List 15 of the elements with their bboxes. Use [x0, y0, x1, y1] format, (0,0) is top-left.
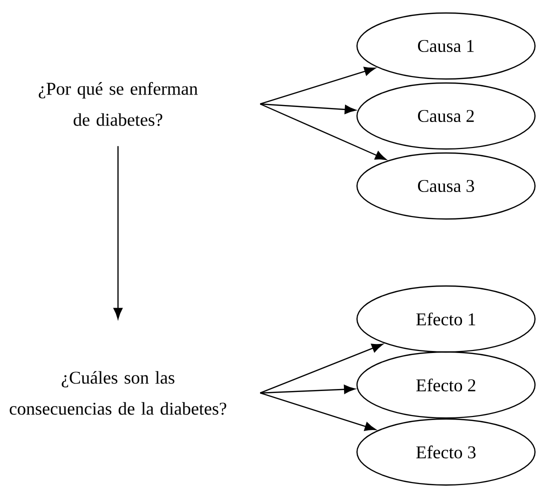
ellipse-node: Causa 1 — [356, 12, 536, 80]
arrow — [260, 384, 356, 394]
question-text: ¿Por qué se enferman de diabetes? — [38, 82, 198, 126]
arrow — [260, 344, 383, 394]
arrow — [260, 103, 356, 114]
ellipse-node: Efecto 3 — [356, 418, 536, 486]
question-text: ¿Cuáles son las consecuencias de la diabetes? — [10, 371, 226, 415]
arrow — [260, 392, 376, 431]
ellipse-node: Efecto 1 — [356, 285, 536, 353]
arrow — [260, 103, 386, 160]
ellipse-node: Causa 2 — [356, 82, 536, 150]
arrow — [260, 66, 376, 105]
ellipse-node: Causa 3 — [356, 152, 536, 220]
arrow — [113, 146, 123, 320]
ellipse-node: Efecto 2 — [356, 351, 536, 419]
